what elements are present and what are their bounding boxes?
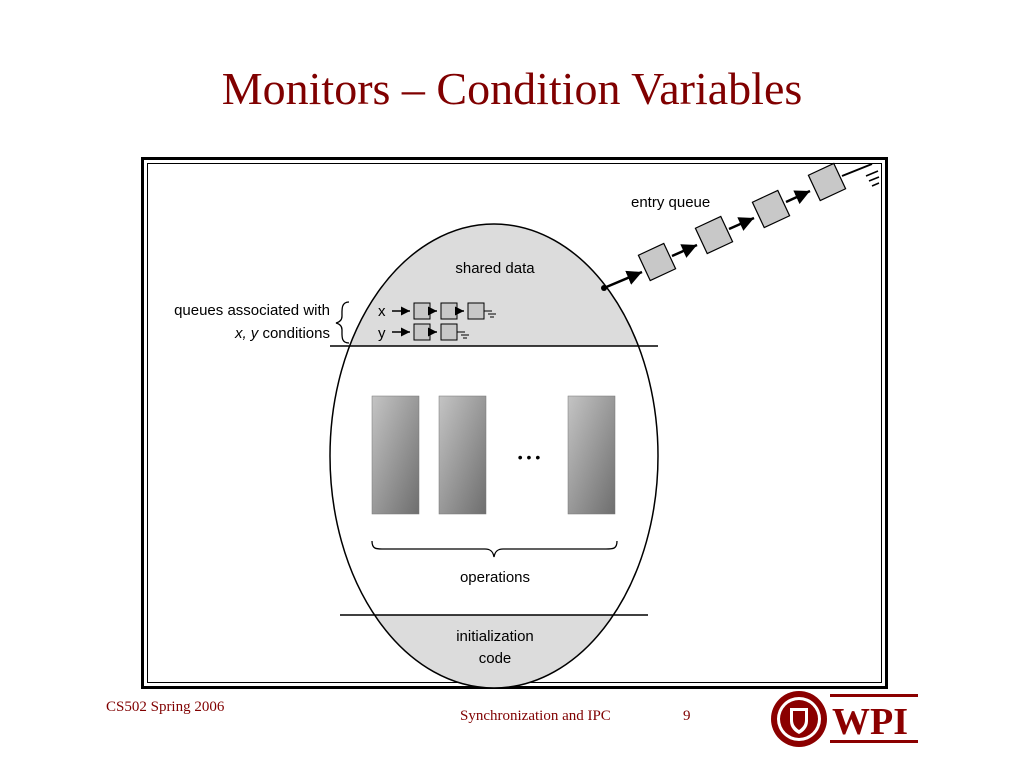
slide-title: Monitors – Condition Variables bbox=[221, 63, 803, 114]
entry-queue-process-1 bbox=[637, 242, 677, 282]
queues-label-line2: x, y conditions bbox=[234, 325, 330, 342]
condition-x-label: x bbox=[378, 303, 386, 320]
operation-block-2 bbox=[438, 395, 487, 515]
condition-x-process-2 bbox=[440, 302, 458, 320]
entry-queue-arrow-1 bbox=[603, 270, 643, 290]
entry-queue-label: entry queue bbox=[631, 194, 710, 211]
operation-block-3 bbox=[567, 395, 616, 515]
condition-y-process-2 bbox=[440, 323, 458, 341]
entry-queue-process-3 bbox=[751, 189, 791, 229]
operations-label: operations bbox=[460, 569, 530, 586]
operation-block-1 bbox=[371, 395, 420, 515]
entry-queue-ground-icon bbox=[865, 170, 880, 187]
wpi-seal-icon bbox=[771, 691, 827, 747]
condition-y-process-1 bbox=[413, 323, 431, 341]
logo-rule-bottom bbox=[830, 740, 918, 743]
entry-queue-process-2 bbox=[694, 215, 734, 255]
wpi-logo-text: WPI bbox=[832, 701, 908, 743]
operations-ellipsis: • • • bbox=[518, 449, 541, 465]
queues-label-conditions-text: conditions bbox=[258, 325, 330, 342]
entry-queue-process-4 bbox=[807, 162, 847, 202]
shared-data-label: shared data bbox=[455, 260, 535, 277]
condition-x-process-3 bbox=[467, 302, 485, 320]
wpi-logo: WPI bbox=[771, 691, 918, 747]
monitor-oval bbox=[329, 223, 659, 689]
condition-x-process-1 bbox=[413, 302, 431, 320]
queues-brace-icon bbox=[335, 301, 350, 344]
logo-rule-top bbox=[830, 694, 918, 697]
entry-queue-tail-line bbox=[841, 163, 873, 177]
queues-label-line1: queues associated with bbox=[174, 302, 330, 319]
footer-page-number: 9 bbox=[683, 708, 691, 724]
condition-y-ground-icon bbox=[457, 331, 469, 339]
initialization-label-line2: code bbox=[479, 650, 512, 667]
queues-label-conditions-italic: x, y bbox=[234, 325, 260, 342]
entry-queue-arrow-2 bbox=[671, 243, 698, 258]
footer-course: CS502 Spring 2006 bbox=[106, 699, 225, 715]
condition-y-label: y bbox=[378, 325, 386, 342]
operations-brace-icon bbox=[371, 540, 618, 558]
condition-x-ground-icon bbox=[484, 310, 496, 318]
footer-topic: Synchronization and IPC bbox=[460, 708, 611, 724]
entry-queue-arrow-4 bbox=[785, 189, 811, 205]
initialization-label-line1: initialization bbox=[456, 628, 534, 645]
entry-queue-arrow-3 bbox=[728, 216, 755, 231]
